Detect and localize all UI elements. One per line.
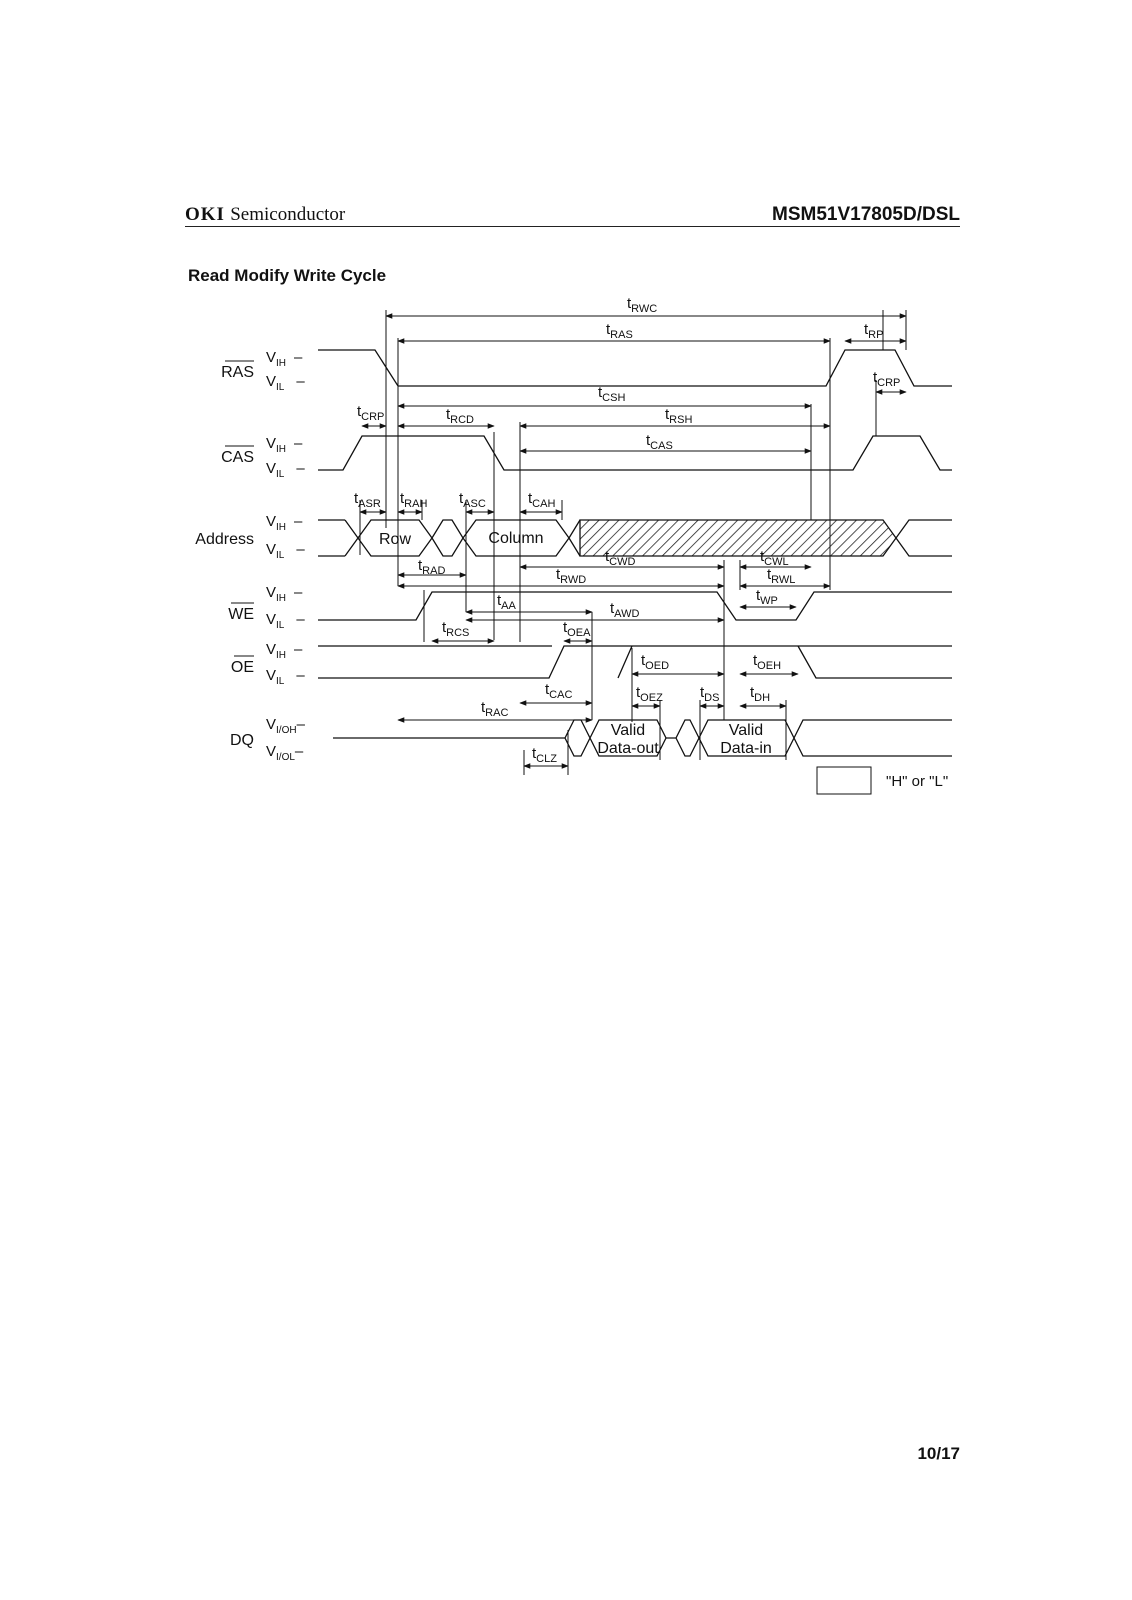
cas-waveform xyxy=(318,435,952,471)
address-bus-end xyxy=(895,519,952,557)
tcrp-right-label: tCRP xyxy=(873,369,900,389)
header-rule xyxy=(185,226,960,227)
trah-label: tRAH xyxy=(400,490,427,510)
tawd-label: tAWD xyxy=(610,600,639,620)
legend-label: "H" or "L" xyxy=(886,773,948,790)
address-dont-care xyxy=(579,519,897,557)
data-in-line2: Data-in xyxy=(720,740,772,757)
header-brand: OKI Semiconductor xyxy=(185,204,345,226)
taa-label: tAA xyxy=(497,592,517,612)
brand-logo: OKI xyxy=(185,204,225,225)
address-vil: VIL– xyxy=(266,541,305,561)
tasr-label: tASR xyxy=(354,490,381,510)
tcas-label: tCAS xyxy=(646,432,673,452)
tras-label: tRAS xyxy=(606,321,633,341)
tcah-label: tCAH xyxy=(528,490,555,510)
trac-label: tRAC xyxy=(481,699,508,719)
tclz-label: tCLZ xyxy=(532,745,557,765)
part-number: MSM51V17805D/DSL xyxy=(772,204,960,225)
box-texts: Row Column Valid Data-out Valid Data-in xyxy=(379,530,772,757)
level-labels: VIH– VIL– VIH– VIL– VIH– VIL– VIH– VIL– … xyxy=(266,349,306,763)
tds-label: tDS xyxy=(700,684,719,704)
brand-subtitle: Semiconductor xyxy=(230,204,346,225)
trwc-label: tRWC xyxy=(627,295,657,315)
we-waveform xyxy=(318,591,952,621)
dq-hiz-right xyxy=(793,719,952,757)
trcd-label: tRCD xyxy=(446,406,474,426)
data-out-line1: Valid xyxy=(611,722,645,739)
cas-vih: VIH– xyxy=(266,435,303,455)
oe-vih: VIH– xyxy=(266,641,303,661)
signal-names: RAS CAS Address WE OE DQ xyxy=(195,360,254,749)
we-vih: VIH– xyxy=(266,584,303,604)
legend: "H" or "L" xyxy=(816,766,948,795)
tcsh-label: tCSH xyxy=(598,384,625,404)
address-bus-start xyxy=(344,519,359,557)
address-vih: VIH– xyxy=(266,513,303,533)
toeh-label: tOEH xyxy=(753,652,781,672)
legend-swatch xyxy=(816,766,872,795)
oe-waveform xyxy=(318,645,952,679)
ras-vih: VIH– xyxy=(266,349,303,369)
toea-label: tOEA xyxy=(563,619,591,639)
row-text: Row xyxy=(379,531,411,548)
section-title: Read Modify Write Cycle xyxy=(188,266,387,285)
signal-oe-label: OE xyxy=(231,659,254,676)
timing-arrows xyxy=(359,313,907,769)
signal-dq-label: DQ xyxy=(230,732,254,749)
data-out-line2: Data-out xyxy=(597,740,659,757)
signal-ras-label: RAS xyxy=(221,364,254,381)
tcac-label: tCAC xyxy=(545,681,572,701)
dq-hiz-mid xyxy=(666,719,700,757)
trcs-label: tRCS xyxy=(442,619,469,639)
toez-label: tOEZ xyxy=(636,684,663,704)
toed-label: tOED xyxy=(641,652,669,672)
twp-label: tWP xyxy=(756,587,778,607)
we-vil: VIL– xyxy=(266,611,305,631)
data-in-line1: Valid xyxy=(729,722,763,739)
trwd-label: tRWD xyxy=(556,566,586,586)
ras-waveform xyxy=(318,349,952,387)
tdh-label: tDH xyxy=(750,684,770,704)
trwl-label: tRWL xyxy=(767,566,795,586)
trad-label: tRAD xyxy=(418,557,445,577)
oe-vil: VIL– xyxy=(266,667,305,687)
signal-cas-label: CAS xyxy=(221,449,254,466)
address-gap2 xyxy=(568,519,581,557)
signal-we-label: WE xyxy=(228,606,254,623)
tasc-label: tASC xyxy=(459,490,486,510)
address-bus-pre xyxy=(318,519,345,557)
trsh-label: tRSH xyxy=(665,406,692,426)
signal-address-label: Address xyxy=(195,531,254,548)
column-text: Column xyxy=(488,530,543,547)
waveforms xyxy=(318,349,952,757)
trp-label: tRP xyxy=(864,321,883,341)
dq-viol: VI/OL– xyxy=(266,743,304,763)
page-number: 10/17 xyxy=(917,1444,960,1463)
dq-vioh: VI/OH– xyxy=(266,716,306,736)
cas-vil: VIL– xyxy=(266,460,305,480)
address-gap xyxy=(431,519,464,557)
tcrp-label: tCRP xyxy=(357,403,384,423)
ras-vil: VIL– xyxy=(266,373,305,393)
